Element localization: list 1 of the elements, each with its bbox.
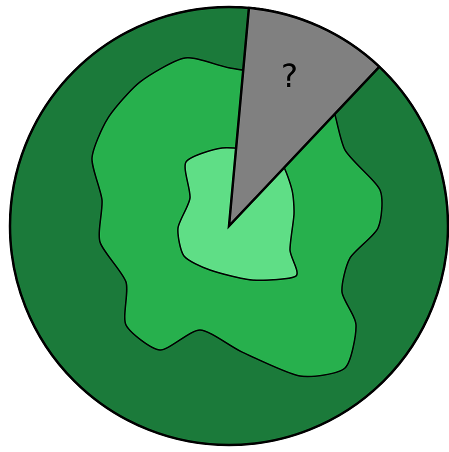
question-mark: ? bbox=[281, 60, 298, 92]
